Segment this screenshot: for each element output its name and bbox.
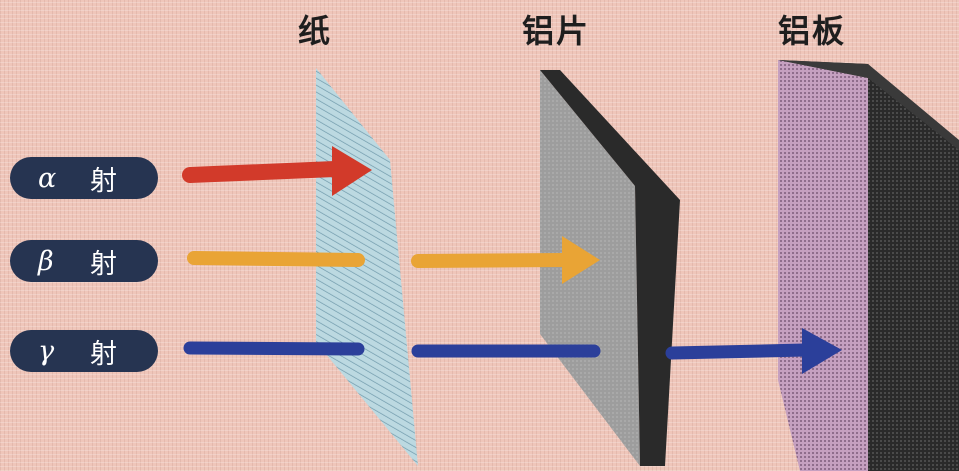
- gamma-ray-text: 射: [90, 338, 117, 370]
- alpha-ray-arrow: [182, 146, 372, 196]
- alpha-ray-label: α 射: [10, 157, 158, 199]
- gamma-ray-label: γ 射: [10, 330, 158, 372]
- gamma-symbol: γ: [38, 335, 55, 367]
- label-paper: 纸: [298, 12, 333, 50]
- aluminum-foil-face: [540, 70, 640, 466]
- label-aluminum-foil: 铝片: [522, 12, 591, 50]
- beta-ray-arrow: [187, 236, 600, 284]
- aluminum-plate-edge: [778, 60, 959, 150]
- alpha-ray-text: 射: [90, 165, 117, 197]
- paper-sheet: [316, 68, 418, 466]
- beta-symbol: β: [38, 245, 54, 277]
- aluminum-foil-edge: [540, 70, 680, 466]
- beta-ray-text: 射: [90, 248, 117, 280]
- beta-ray-label: β 射: [10, 240, 158, 282]
- aluminum-plate-side: [778, 60, 868, 471]
- alpha-symbol: α: [38, 162, 57, 194]
- aluminum-plate-front: [868, 78, 959, 471]
- gamma-ray-arrow: [183, 328, 842, 374]
- label-aluminum-plate: 铝板: [778, 12, 847, 50]
